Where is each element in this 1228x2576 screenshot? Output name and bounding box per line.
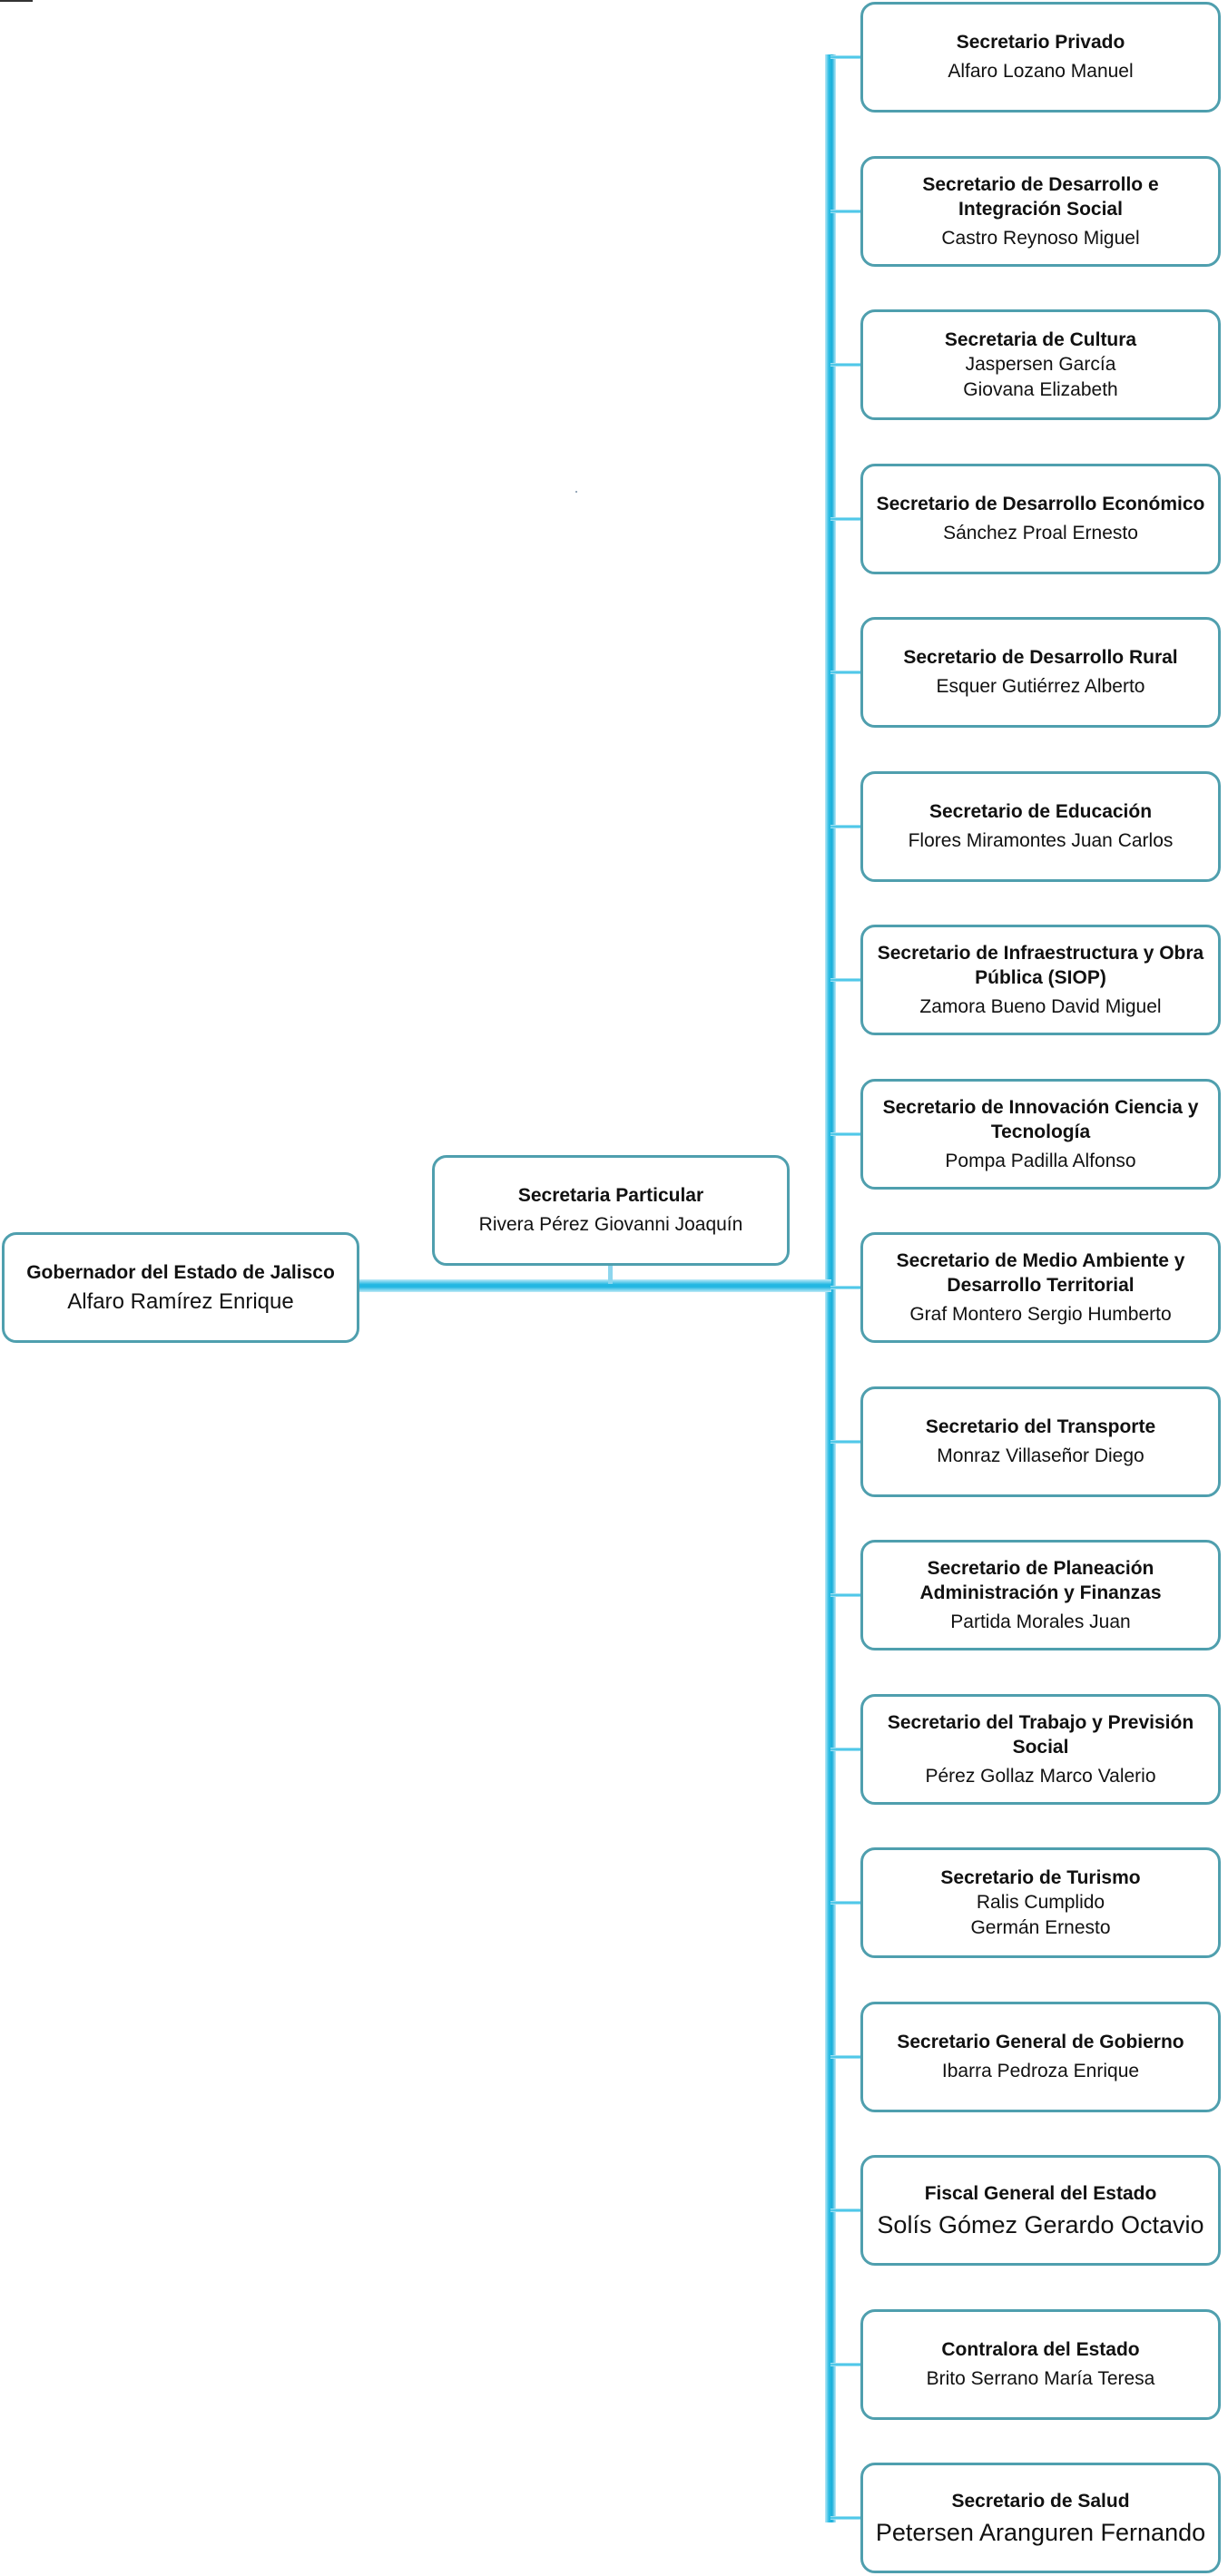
particular-title: Secretaria Particular (517, 1185, 704, 1206)
center-dark-connector (0, 0, 33, 2)
branch-connector (830, 55, 863, 59)
branch-connector (830, 2055, 863, 2059)
secretary-name: Jaspersen García (965, 353, 1116, 375)
secretary-title: Secretario de Innovación Ciencia y Tecno… (882, 1096, 1199, 1142)
secretary-name-line2: Giovana Elizabeth (963, 378, 1118, 400)
branch-connector (830, 1286, 863, 1289)
branch-connector (830, 2516, 863, 2520)
branch-connector (830, 363, 863, 367)
governor-name: Alfaro Ramírez Enrique (67, 1289, 294, 1314)
particular-box[interactable]: Secretaria Particular Rivera Pérez Giova… (432, 1155, 790, 1266)
secretary-title: Secretario del Trabajo y Previsión Socia… (887, 1711, 1194, 1758)
secretary-box[interactable]: Secretario de Medio Ambiente y Desarroll… (860, 1232, 1221, 1343)
secretary-name: Petersen Aranguren Fernando (875, 2518, 1206, 2546)
branch-connector (830, 517, 863, 521)
secretary-title: Secretario del Transporte (925, 1416, 1156, 1437)
secretary-name: Monraz Villaseñor Diego (937, 1445, 1144, 1466)
secretary-name: Sánchez Proal Ernesto (943, 523, 1138, 544)
secretary-name: Esquer Gutiérrez Alberto (936, 676, 1145, 697)
secretary-title: Secretario de Turismo (940, 1866, 1141, 1888)
branch-connector (830, 671, 863, 674)
secretary-name: Flores Miramontes Juan Carlos (908, 830, 1174, 851)
secretary-box[interactable]: Secretario de Desarrollo e Integración S… (860, 156, 1221, 267)
secretary-title: Secretario de Infraestructura y Obra Púb… (877, 942, 1204, 988)
branch-connector (830, 2363, 863, 2366)
secretary-title: Secretario Privado (956, 32, 1125, 53)
secretary-title: Secretario de Desarrollo Económico (876, 494, 1205, 514)
secretary-name: Brito Serrano María Teresa (926, 2368, 1155, 2389)
secretary-name: Partida Morales Juan (950, 1611, 1131, 1632)
secretary-title: Fiscal General del Estado (924, 2182, 1157, 2204)
secretary-box[interactable]: Secretario del Trabajo y Previsión Socia… (860, 1694, 1221, 1805)
secretary-box[interactable]: Secretario de Planeación Administración … (860, 1540, 1221, 1650)
secretary-name: Alfaro Lozano Manuel (948, 61, 1134, 82)
secretary-title: Secretario General de Gobierno (897, 2032, 1184, 2052)
branch-connector (830, 210, 863, 213)
secretary-title: Secretario de Desarrollo e Integración S… (922, 173, 1159, 220)
secretary-name: Graf Montero Sergio Humberto (909, 1303, 1172, 1325)
secretary-name: Castro Reynoso Miguel (941, 227, 1140, 249)
secretary-title: Secretario de Educación (928, 801, 1153, 822)
branch-connector (830, 2209, 863, 2212)
branch-connector (830, 978, 863, 982)
branch-connector (830, 1901, 863, 1905)
particular-name: Rivera Pérez Giovanni Joaquín (478, 1214, 743, 1235)
secretary-box[interactable]: Secretario de Infraestructura y Obra Púb… (860, 925, 1221, 1035)
branch-connector (830, 1132, 863, 1136)
secretary-name-line2: Germán Ernesto (970, 1916, 1111, 1938)
particular-connector (608, 1264, 613, 1284)
secretary-name: Solís Gómez Gerardo Octavio (877, 2210, 1204, 2238)
secretary-name: Pompa Padilla Alfonso (945, 1150, 1136, 1171)
branch-connector (830, 1748, 863, 1751)
branch-connector (830, 1593, 863, 1597)
branch-connector (830, 825, 863, 828)
secretary-title: Secretario de Medio Ambiente y Desarroll… (896, 1249, 1185, 1296)
secretary-title: Secretario de Desarrollo Rural (903, 647, 1178, 668)
governor-connector (359, 1279, 831, 1292)
secretary-title: Secretario de Planeación Administración … (919, 1557, 1162, 1603)
secretary-title: Contralora del Estado (941, 2339, 1140, 2360)
secretary-box[interactable]: Secretario de Innovación Ciencia y Tecno… (860, 1079, 1221, 1190)
secretary-title: Secretario de Salud (951, 2490, 1130, 2512)
secretary-name: Zamora Bueno David Miguel (919, 995, 1162, 1017)
secretary-name: Ibarra Pedroza Enrique (941, 2061, 1140, 2081)
governor-title: Gobernador del Estado de Jalisco (26, 1262, 335, 1283)
stray-dot (575, 491, 577, 493)
governor-box[interactable]: Gobernador del Estado de Jalisco Alfaro … (2, 1232, 359, 1343)
secretary-title: Secretaria de Cultura (944, 328, 1137, 350)
branch-connector (830, 1440, 863, 1444)
secretary-name: Ralis Cumplido (976, 1891, 1105, 1913)
secretary-name: Pérez Gollaz Marco Valerio (925, 1765, 1156, 1787)
